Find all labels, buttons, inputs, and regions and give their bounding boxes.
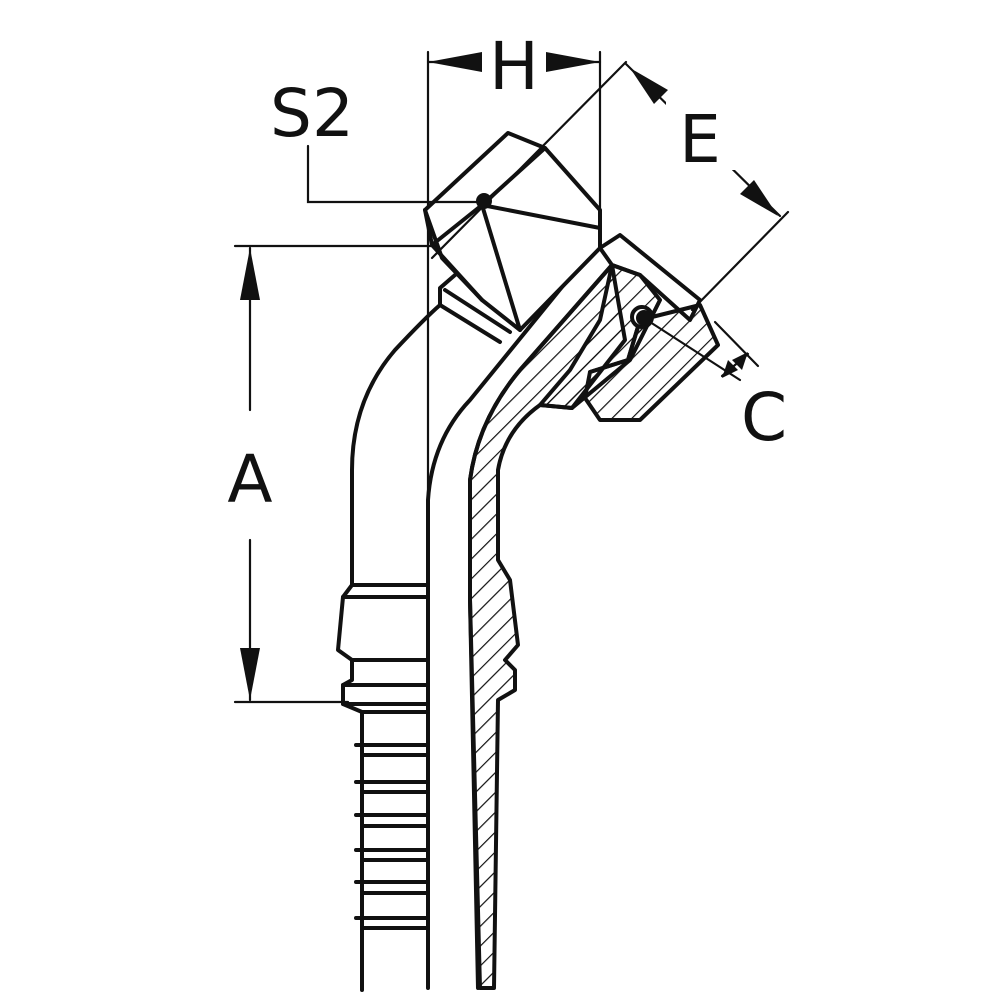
- label-c: C: [741, 379, 787, 456]
- s2-leader-dot: [476, 193, 492, 209]
- dimension-a: A: [227, 246, 273, 702]
- label-e: E: [679, 101, 721, 178]
- dimension-h: H: [426, 28, 602, 105]
- dimension-c: C: [636, 310, 787, 456]
- dimension-e: E: [430, 60, 790, 312]
- label-s2: S2: [270, 75, 354, 152]
- hex-nut: [423, 131, 602, 332]
- dimension-s2: S2: [270, 75, 492, 209]
- label-a: A: [227, 441, 272, 518]
- barb-ridges: [341, 583, 430, 930]
- label-h: H: [489, 28, 539, 105]
- nut-collar-section: [538, 233, 720, 422]
- c-leader-dot: [636, 310, 652, 326]
